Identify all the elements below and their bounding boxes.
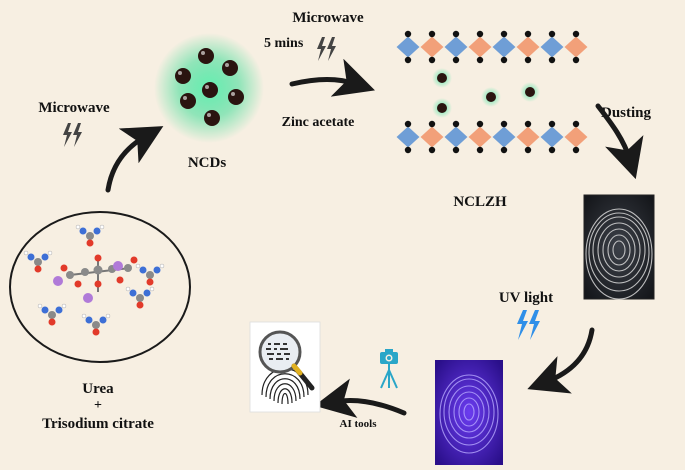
- layer-atom: [524, 56, 532, 64]
- layer-atom: [572, 120, 580, 128]
- layer-octahedron: [563, 35, 589, 59]
- camera-tripod-icon: [380, 349, 398, 389]
- arrow-dusting: [595, 103, 644, 180]
- microwave-left-label: Microwave: [38, 100, 110, 116]
- layer-octahedron: [419, 35, 445, 59]
- layer-atom: [476, 56, 484, 64]
- ai-analysis-card: [249, 321, 321, 413]
- layer-atom: [548, 30, 556, 38]
- layer-octahedron: [491, 35, 517, 59]
- uv-lightning-icon: [517, 310, 540, 340]
- layer-atom: [476, 120, 484, 128]
- layer-atom: [404, 120, 412, 128]
- layer-octahedron: [419, 125, 445, 149]
- layer-atom: [476, 146, 484, 154]
- layer-octahedron: [515, 35, 541, 59]
- layer-octahedron: [563, 125, 589, 149]
- citrate-molecule-icon: [53, 254, 138, 303]
- layer-atom: [548, 146, 556, 154]
- layer-atom: [476, 30, 484, 38]
- layer-atom: [500, 120, 508, 128]
- layer-atom: [404, 146, 412, 154]
- layer-atom: [428, 56, 436, 64]
- layer-octahedron: [395, 35, 421, 59]
- layer-atom: [524, 146, 532, 154]
- ncds-cluster: [154, 33, 264, 143]
- layer-atom: [524, 120, 532, 128]
- layer-atom: [452, 30, 460, 38]
- uv-fingerprint: [435, 360, 503, 465]
- layer-octahedron: [467, 125, 493, 149]
- layer-octahedron: [491, 125, 517, 149]
- intercalated-ncds: [432, 68, 540, 118]
- microwave-top-label: Microwave: [292, 10, 364, 26]
- nclzh-label: NCLZH: [453, 194, 507, 210]
- layer-octahedron: [443, 125, 469, 149]
- arrow-to-ai: [314, 378, 407, 418]
- layer-atom: [572, 30, 580, 38]
- ai-tools-label: AI tools: [340, 418, 378, 430]
- nclzh-structure: [395, 30, 589, 154]
- dusted-fingerprint: [583, 194, 655, 300]
- layer-octahedron: [443, 35, 469, 59]
- layer-octahedron: [467, 35, 493, 59]
- layer-atom: [572, 56, 580, 64]
- urea-molecule-icon: [23, 224, 165, 336]
- urea-label: Urea: [82, 381, 114, 397]
- layer-atom: [548, 120, 556, 128]
- layer-atom: [428, 120, 436, 128]
- five-mins-label: 5 mins: [264, 36, 304, 51]
- magnifier-icon: [258, 330, 315, 391]
- layer-octahedron: [515, 125, 541, 149]
- lightning-icon: [63, 123, 82, 147]
- layer-atom: [500, 56, 508, 64]
- arrow-to-uv-print: [527, 327, 595, 394]
- trisodium-citrate-label: Trisodium citrate: [42, 416, 154, 432]
- layer-octahedron: [539, 125, 565, 149]
- layer-atom: [428, 146, 436, 154]
- layer-atom: [452, 146, 460, 154]
- plus-label: +: [94, 398, 102, 413]
- arrow-to-ncds: [105, 126, 164, 193]
- zinc-acetate-label: Zinc acetate: [282, 115, 355, 130]
- layer-atom: [452, 56, 460, 64]
- lightning-icon: [317, 37, 336, 61]
- layer-atom: [404, 30, 412, 38]
- ncds-label: NCDs: [188, 155, 226, 171]
- layer-atom: [452, 120, 460, 128]
- layer-octahedron: [395, 125, 421, 149]
- arrow-to-nclzh: [289, 58, 375, 97]
- layer-atom: [524, 30, 532, 38]
- layer-atom: [500, 146, 508, 154]
- dusting-label: Dusting: [601, 105, 652, 121]
- layer-octahedron: [539, 35, 565, 59]
- layer-atom: [404, 56, 412, 64]
- layer-atom: [428, 30, 436, 38]
- layer-atom: [500, 30, 508, 38]
- reactant-sphere: [9, 211, 191, 363]
- layer-atom: [572, 146, 580, 154]
- layer-atom: [548, 56, 556, 64]
- uv-light-label: UV light: [499, 290, 553, 306]
